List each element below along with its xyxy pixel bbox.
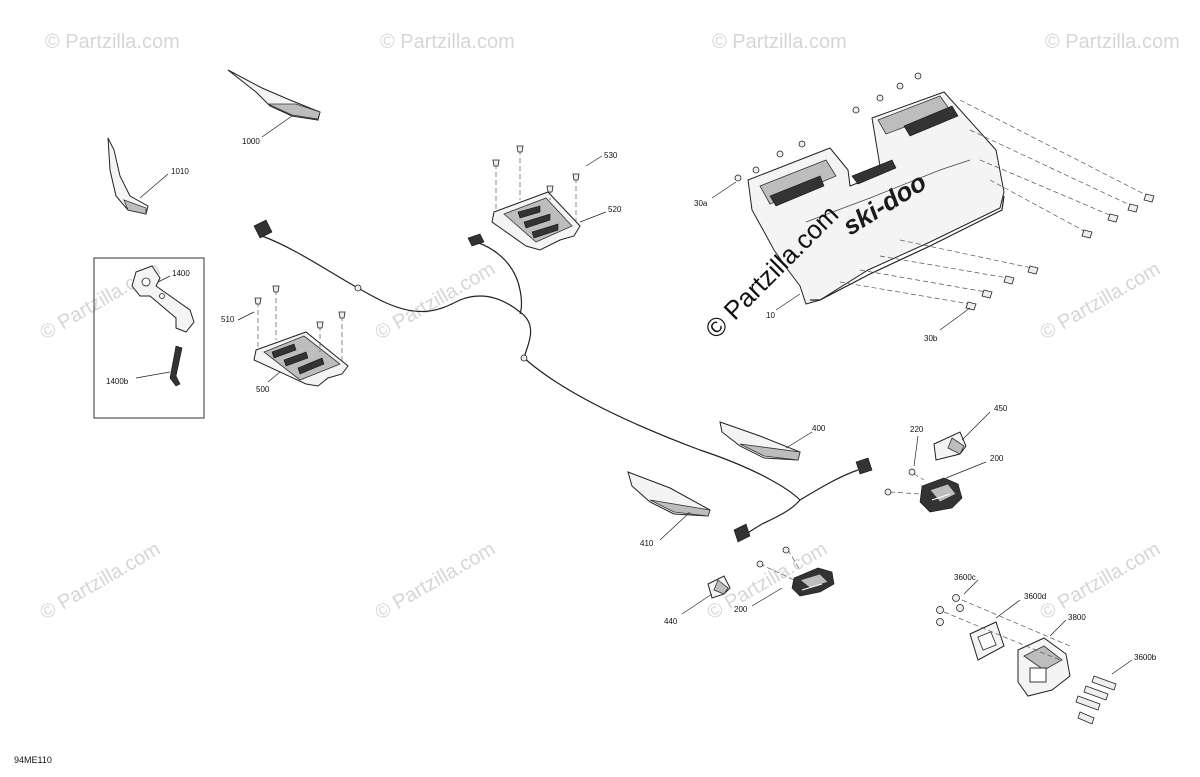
dash-line	[759, 563, 795, 581]
watermark: © Partzilla.com	[37, 538, 165, 624]
reflector-strip-410	[627, 471, 711, 517]
leader-line	[157, 275, 171, 283]
part-label-450: 450	[994, 404, 1008, 413]
leader-line	[1049, 619, 1067, 637]
part-label-520: 520	[608, 205, 622, 214]
part-label-220: 220	[910, 425, 924, 434]
leader-line	[261, 115, 293, 138]
leader-line	[775, 293, 801, 311]
diagram-code: 94ME110	[14, 755, 52, 765]
watermark: © Partzilla.com	[45, 31, 180, 53]
part-label-440: 440	[664, 617, 678, 626]
leader-line	[681, 593, 713, 615]
decal-1010	[107, 137, 149, 215]
hitch-plate-3600d	[969, 621, 1005, 661]
hitch-nuts-3600c	[936, 594, 1071, 661]
leader-line	[995, 599, 1021, 619]
part-label-1010: 1010	[171, 167, 189, 176]
watermark: © Partzilla.com	[712, 31, 847, 53]
watermark: © Partzilla.com	[372, 538, 500, 624]
part-label-530: 530	[604, 151, 618, 160]
part-label-410: 410	[640, 539, 654, 548]
part-label-30b: 30b	[924, 334, 938, 343]
part-label-1400b: 1400b	[106, 377, 129, 386]
part-label-400: 400	[812, 424, 826, 433]
harness-clip	[520, 354, 528, 362]
connector-plug	[855, 457, 873, 475]
leader-line	[579, 211, 607, 223]
receiver-hitch-3800	[1017, 637, 1071, 697]
leader-line	[939, 307, 971, 331]
tool-kit-box	[93, 257, 205, 419]
watermark: © Partzilla.com	[1037, 538, 1165, 624]
leader-line	[659, 511, 691, 541]
reflector-pad-440-edge	[713, 579, 729, 595]
part-label-3600c: 3600c	[954, 573, 976, 582]
leader-line	[135, 371, 171, 379]
decal-1010-edge	[123, 199, 147, 215]
watermark: © Partzilla.com	[1037, 258, 1165, 344]
leader-line	[913, 435, 919, 467]
leader-line	[751, 587, 783, 607]
nut-220	[908, 468, 916, 476]
dash-line	[889, 491, 921, 495]
screws-530	[492, 145, 580, 222]
wrench-hole	[141, 277, 151, 287]
screws-510	[254, 285, 346, 362]
leader-line	[961, 411, 991, 441]
wrench-hole	[159, 293, 165, 299]
mounting-screws-30a	[734, 72, 1155, 311]
connector-plug	[467, 233, 485, 247]
part-label-1000: 1000	[242, 137, 260, 146]
part-label-3800: 3800	[1068, 613, 1086, 622]
reflector-pad-450-edge	[947, 437, 965, 455]
reflector-410-edge	[649, 499, 711, 517]
part-label-10: 10	[766, 311, 775, 320]
part-label-200-lower: 200	[734, 605, 748, 614]
leader-line	[139, 173, 169, 199]
leader-line	[711, 181, 737, 199]
hex-key-1400b	[169, 345, 183, 387]
reflector-400-edge	[739, 443, 801, 461]
part-label-200-upper: 200	[990, 454, 1004, 463]
part-label-3600d: 3600d	[1024, 592, 1046, 601]
hitch-bolts-3600b	[1075, 675, 1117, 725]
part-label-510: 510	[221, 315, 235, 324]
wiring-harness	[253, 219, 873, 543]
part-label-30a: 30a	[694, 199, 708, 208]
tail-light-200-lower	[791, 567, 835, 597]
leader-line	[945, 461, 987, 479]
watermark: © Partzilla.com	[372, 258, 500, 344]
watermark: © Partzilla.com	[1045, 31, 1180, 53]
bracket-500	[253, 331, 349, 387]
watermark: © Partzilla.com	[380, 31, 515, 53]
tail-light-200-upper	[919, 477, 963, 513]
part-label-500: 500	[256, 385, 270, 394]
leader-line	[267, 371, 281, 383]
leader-line	[963, 579, 979, 595]
part-label-1400: 1400	[172, 269, 190, 278]
dash-line	[913, 473, 925, 481]
nut-220	[884, 488, 892, 496]
decal-1000-edge	[267, 103, 321, 120]
nut-220	[756, 560, 764, 568]
leader-line	[237, 311, 255, 321]
nut-220	[782, 546, 790, 554]
harness-clip	[354, 284, 362, 292]
leader-line	[585, 155, 603, 167]
connector-plug	[253, 219, 273, 239]
leader-line	[785, 431, 813, 449]
leader-line	[1111, 659, 1133, 675]
watermark-layer: © Partzilla.com © Partzilla.com © Partzi…	[37, 31, 1180, 624]
dash-line	[787, 549, 801, 571]
part-label-3600b: 3600b	[1134, 653, 1157, 662]
connector-plug	[733, 523, 751, 543]
bracket-520	[491, 191, 581, 251]
